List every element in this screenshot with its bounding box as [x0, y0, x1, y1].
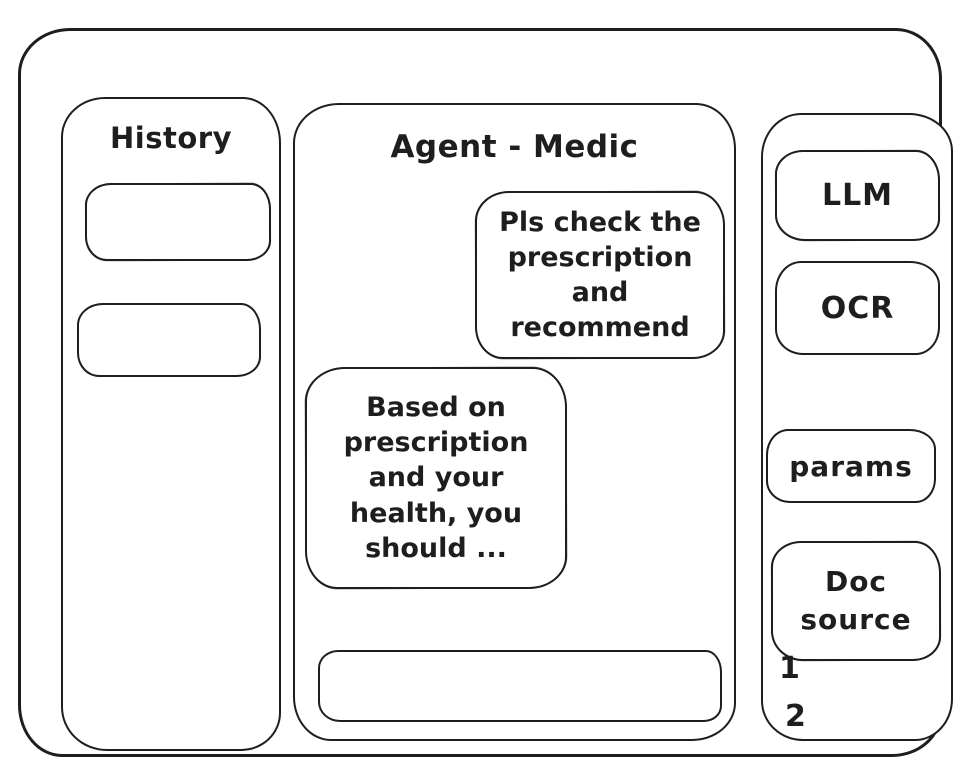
assistant-message-bubble: Based on prescription and your health, y… — [305, 367, 567, 589]
llm-button[interactable]: LLM — [775, 150, 940, 241]
doc-source-list-item[interactable]: 1 — [779, 651, 800, 686]
params-button[interactable]: params — [766, 429, 936, 503]
doc-source-list-item[interactable]: 2 — [785, 699, 806, 734]
chat-panel: Agent - Medic Pls check the prescription… — [293, 103, 736, 741]
history-title: History — [110, 121, 232, 155]
doc-source-button[interactable]: Doc source — [771, 541, 941, 661]
chat-input[interactable] — [318, 650, 722, 722]
app-window: History Agent - Medic Pls check the pres… — [18, 28, 953, 757]
tools-panel: LLM OCR params Doc source 1 2 — [761, 113, 953, 741]
chat-title: Agent - Medic — [390, 129, 639, 165]
history-panel: History — [61, 97, 281, 751]
history-item[interactable] — [85, 183, 271, 261]
ocr-button[interactable]: OCR — [775, 261, 940, 355]
history-item[interactable] — [77, 303, 261, 377]
user-message-bubble: Pls check the prescription and recommend — [475, 191, 725, 360]
